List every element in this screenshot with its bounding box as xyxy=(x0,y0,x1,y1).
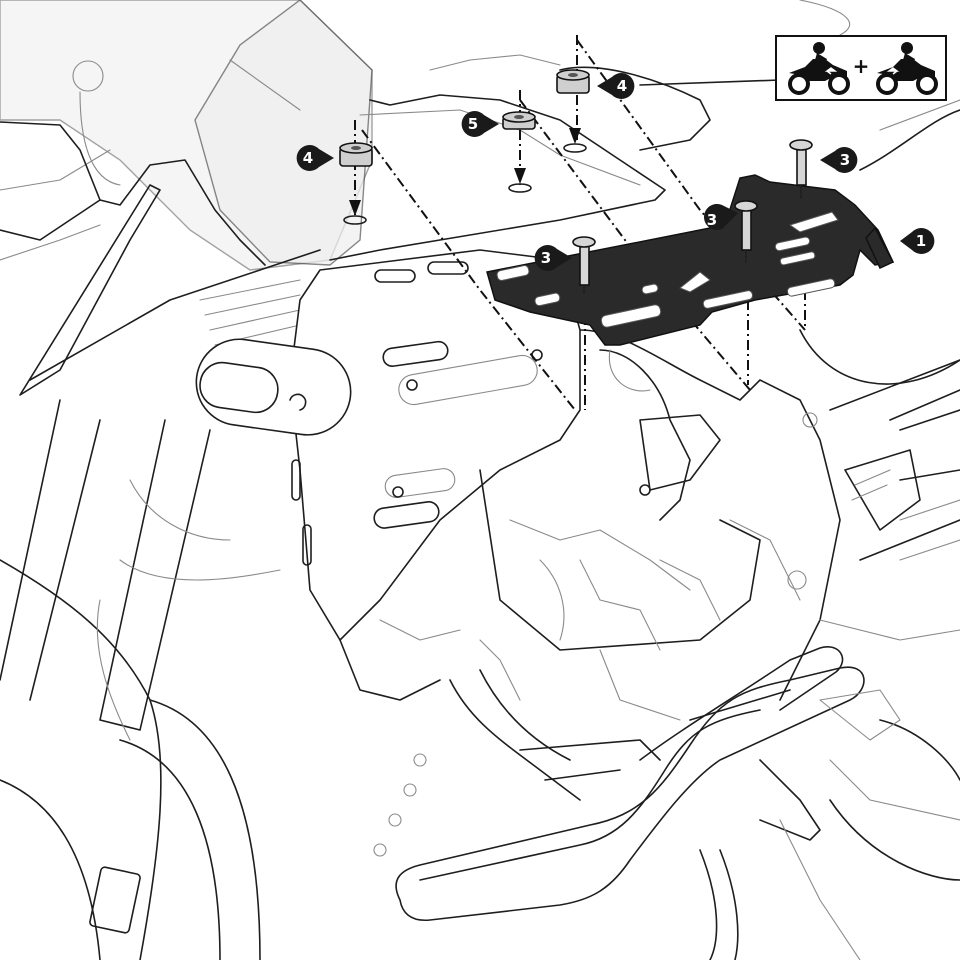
callout-3-front: 3 xyxy=(534,244,572,271)
mount-holes xyxy=(343,128,587,225)
rider-badge-graphic: + xyxy=(788,42,938,95)
svg-text:3: 3 xyxy=(541,249,551,267)
svg-text:3: 3 xyxy=(707,211,717,229)
side-cover xyxy=(289,249,581,641)
front-fender xyxy=(89,699,261,960)
svg-text:+: + xyxy=(853,54,870,78)
svg-text:1: 1 xyxy=(916,232,926,250)
mounting-plate xyxy=(486,174,895,346)
turn-signal xyxy=(195,338,352,436)
spacer-middle xyxy=(502,111,536,130)
callout-4-front: 4 xyxy=(296,145,334,171)
rider-motorcycle-icon xyxy=(876,42,938,95)
svg-text:4: 4 xyxy=(617,77,627,95)
callout-3-rear: 3 xyxy=(820,147,858,174)
front-fork xyxy=(0,399,281,960)
rider-motorcycle-icon xyxy=(788,42,850,95)
bolt-rear xyxy=(789,139,813,199)
callout-3-middle: 3 xyxy=(704,203,738,230)
crash-bar xyxy=(373,646,960,960)
svg-text:5: 5 xyxy=(468,115,478,133)
bolt-front xyxy=(572,236,596,296)
svg-text:3: 3 xyxy=(840,151,850,169)
bolt-middle xyxy=(734,200,758,263)
callout-1: 1 xyxy=(900,228,935,255)
rider-passenger-badge: + xyxy=(775,35,947,101)
spacer-front xyxy=(339,142,373,167)
callout-4-rear: 4 xyxy=(597,73,635,100)
engine-block xyxy=(339,469,761,721)
rear-body-lower xyxy=(819,689,960,881)
windscreen xyxy=(0,0,373,271)
spacer-rear xyxy=(556,69,590,94)
front-fairing xyxy=(0,121,321,396)
svg-text:4: 4 xyxy=(303,149,313,167)
callout-5: 5 xyxy=(461,111,499,137)
